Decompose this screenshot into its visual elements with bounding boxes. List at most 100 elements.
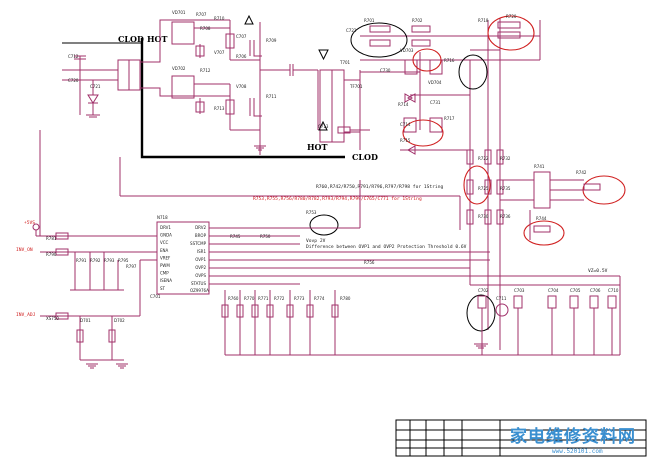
input-vcc-label: +5VS [24, 220, 35, 226]
component-ref-label: R718 [478, 18, 489, 23]
left-input-network [32, 130, 157, 361]
difference-label: Difference between OVP1 and OVP2 Protect… [306, 244, 467, 250]
component-ref-label: C721 [90, 84, 101, 89]
title-block [395, 419, 647, 457]
ic-pin-label: OVPS [195, 273, 206, 278]
component-ref-label: R709 [266, 38, 277, 43]
component-ref-label: C706 [590, 288, 601, 293]
component-ref-label: C701 [150, 294, 161, 299]
component-ref-label: TF701 [349, 84, 363, 89]
highlight-circle-r750 [309, 214, 339, 236]
ic-pin-label: VREF [160, 255, 171, 260]
bottom-hot-label: HOT [307, 142, 328, 152]
highlight-circle-v720 [466, 294, 496, 332]
ic-pin-label: OVP2 [195, 265, 206, 270]
ic-part: OZ9976A [190, 288, 209, 293]
component-ref-label: VD703 [400, 48, 414, 53]
component-ref-label: R710 [214, 16, 225, 21]
component-ref-label: C705 [570, 288, 581, 293]
ic-pin-label: ISENA [160, 278, 172, 283]
component-ref-label: R708 [200, 26, 211, 31]
bottom-clod-label: CLOD [352, 152, 378, 162]
component-ref-label: V708 [236, 84, 247, 89]
component-ref-label: R781 [46, 236, 57, 241]
primary-clamp [74, 55, 100, 118]
component-ref-label: R797 [126, 264, 137, 269]
component-ref-label: R750 [260, 234, 271, 239]
component-ref-label: R793 [104, 258, 115, 263]
warning-triangle-2 [318, 120, 328, 131]
output-connector-xs750 [500, 171, 601, 240]
component-ref-label: R702 [412, 18, 423, 23]
component-ref-label: R770 [244, 296, 255, 301]
component-ref-label: C702 [478, 288, 489, 293]
highlight-circle-d704 [458, 54, 488, 90]
upper-fet-stage [171, 20, 262, 155]
component-ref-label: C703 [514, 288, 525, 293]
component-ref-label: T701 [339, 60, 351, 65]
component-ref-label: R715 [400, 138, 411, 143]
component-ref-label: C713 [318, 124, 329, 129]
component-ref-label: D701 [80, 318, 91, 323]
component-ref-label: R791 [76, 258, 87, 263]
ic-pin-label: DRV2 [195, 225, 206, 230]
component-ref-label: VD701 [172, 10, 186, 15]
component-ref-label: C704 [548, 288, 559, 293]
drive-transformer [62, 19, 230, 115]
main-transformer [318, 49, 361, 150]
component-ref-label: R795 [118, 258, 129, 263]
component-ref-label: R790 [46, 252, 57, 257]
input-inv-on-label: INV_ON [16, 247, 33, 253]
ic-pin-label: CMP [160, 271, 169, 276]
bottom-ladder [221, 290, 620, 356]
top-right-resistors [360, 20, 541, 61]
lower-right-bank [470, 276, 621, 355]
component-ref-label: C722 [346, 28, 357, 33]
top-hot-label: HOT [147, 34, 168, 44]
highlight-circle-c731 [402, 119, 444, 147]
highlight-circle-r790 [350, 22, 408, 58]
highlight-circle-r792 [487, 15, 535, 51]
component-ref-label: D702 [114, 318, 125, 323]
component-ref-label: C707 [236, 34, 247, 39]
vovp-label: Vovp 2V [306, 238, 326, 244]
string-note-1: R760,R742/R750,R791/R796,R797/R798 for 1… [316, 184, 443, 190]
ic-pin-label: ST [160, 286, 166, 291]
component-ref-label: R701 [364, 18, 375, 23]
component-ref-label: R760 [228, 296, 239, 301]
resonant-capacitor [260, 64, 319, 130]
component-ref-label: R736 [500, 214, 511, 219]
component-ref-label: R772 [274, 296, 285, 301]
input-inv-adj-label: INV_ADJ [16, 312, 36, 318]
highlight-circle-r780 [463, 165, 491, 205]
component-ref-label: R756 [364, 260, 375, 265]
ic-pin-label: ENA [160, 248, 169, 253]
ic-pin-label: STATUS [191, 281, 206, 286]
highlight-circle-c774 [412, 48, 442, 72]
component-ref-label: R717 [444, 116, 455, 121]
component-ref-label: R774 [314, 296, 325, 301]
component-ref-label: R792 [90, 258, 101, 263]
watermark-text: 家电维修资料网 [510, 426, 636, 447]
component-ref-label: R716 [444, 58, 455, 63]
ic-pin-label: PWM [160, 263, 170, 268]
ic-output-bus [119, 157, 620, 285]
ic-ref: N718 [157, 215, 168, 220]
component-ref-label: R771 [258, 296, 269, 301]
component-ref-label: R712 [200, 68, 211, 73]
component-ref-label: C730 [380, 68, 391, 73]
warning-triangle-1 [244, 14, 254, 25]
watermark-url: www.520101.com [552, 448, 603, 455]
lower-fet-stage [171, 75, 262, 131]
ic-pin-label: DRV1 [160, 225, 171, 230]
component-ref-label: R780 [340, 296, 351, 301]
component-ref-label: C720 [68, 78, 79, 83]
component-ref-label: R732 [500, 156, 511, 161]
ground-symbols [86, 145, 488, 369]
component-ref-label: R730 [478, 214, 489, 219]
